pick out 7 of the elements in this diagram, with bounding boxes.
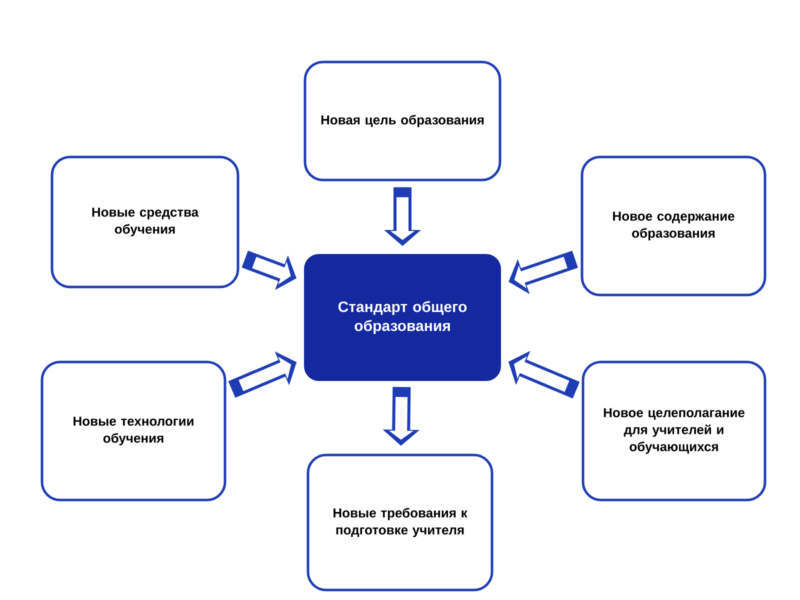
text-box: Новая цель образования [304,60,502,182]
central-box: Стандарт общего образования [304,254,501,381]
text-box: Новые требования к подготовке учителя [306,454,494,592]
text-box: Новые технологии обучения [40,360,226,502]
text-box: Новое целеполагание для учителей и обучающихся [582,360,766,502]
text-box: Новое содержание образования [580,156,766,296]
text-box: Новые средства обучения [50,156,240,288]
